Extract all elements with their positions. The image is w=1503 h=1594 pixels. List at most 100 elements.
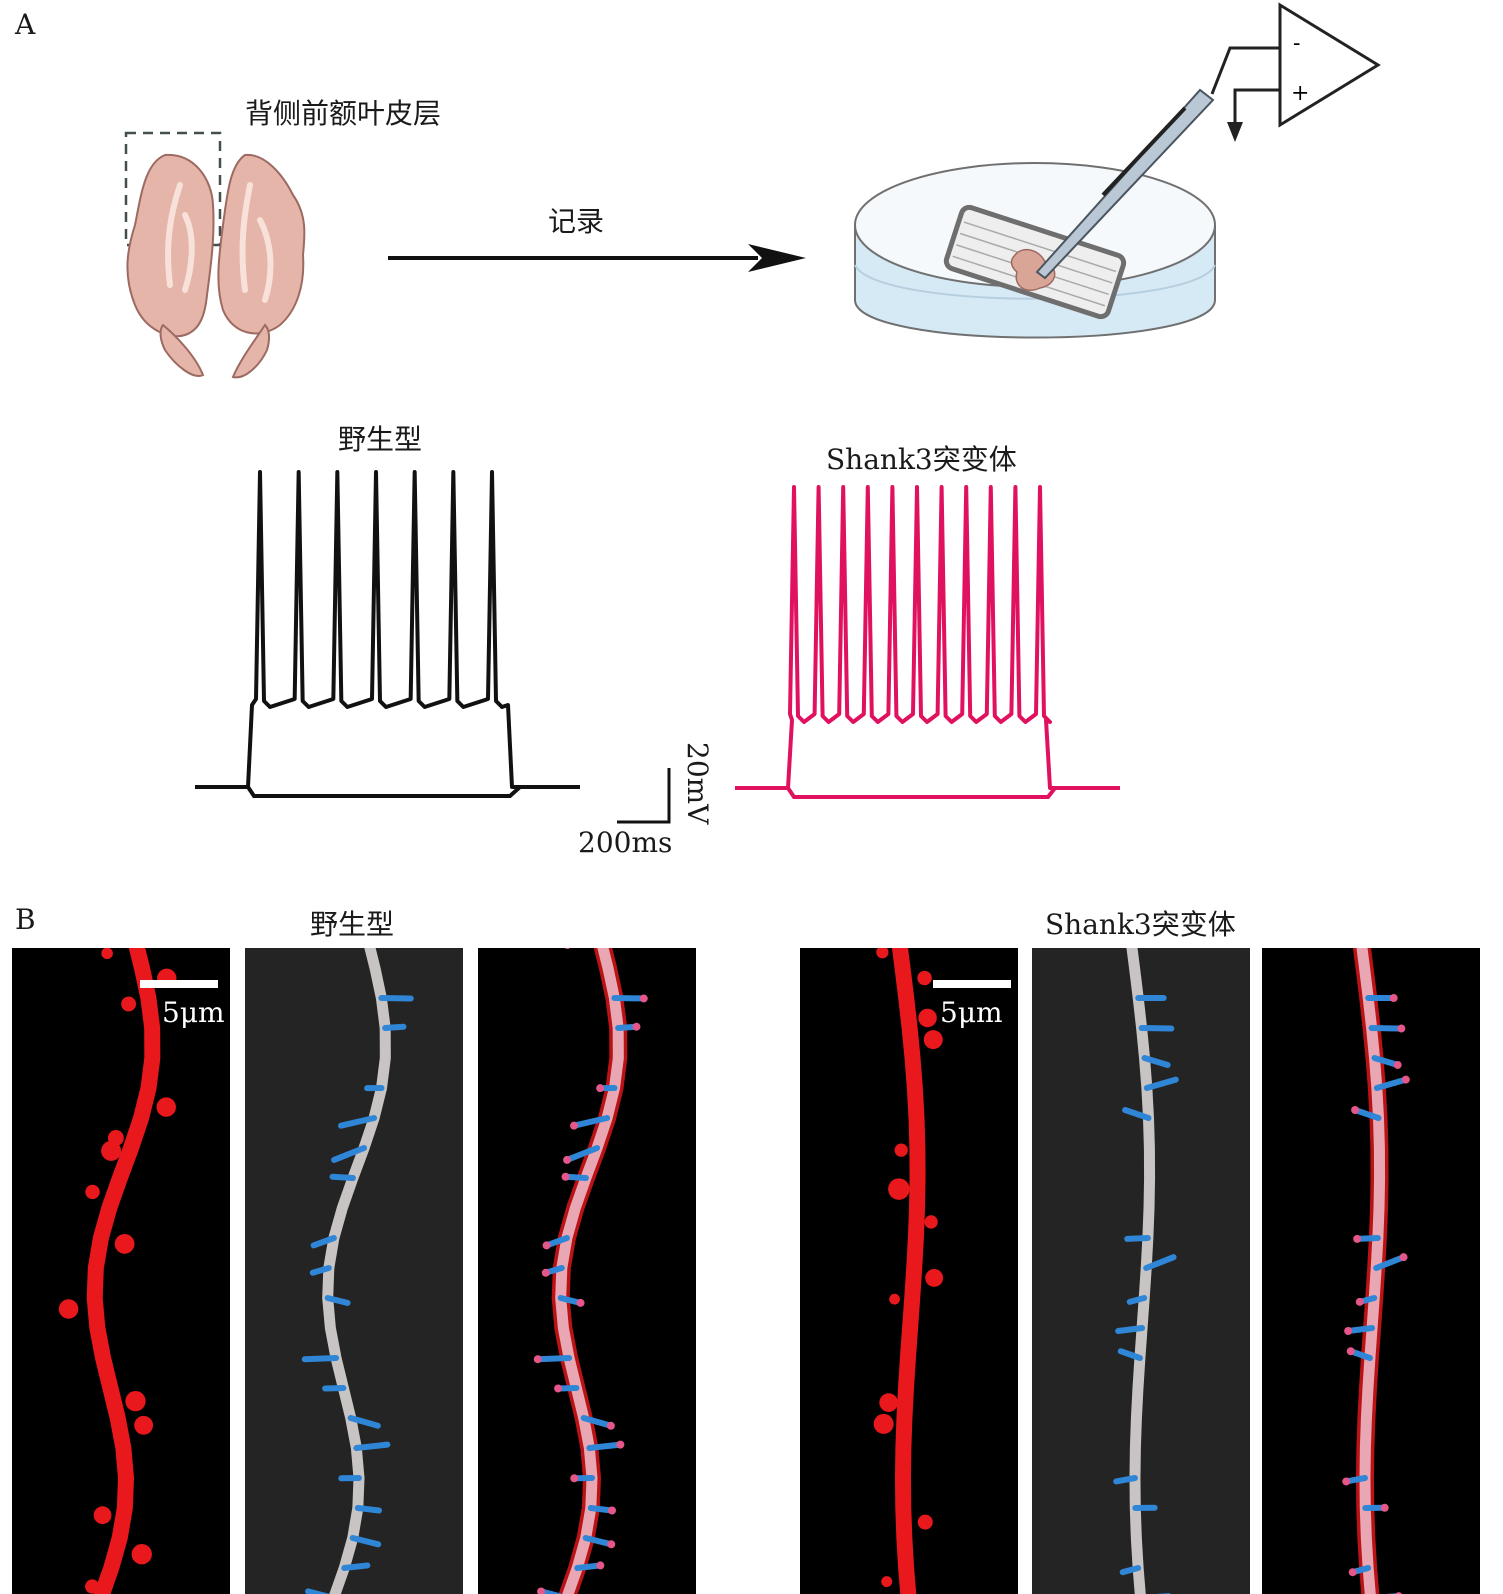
scale-bar-mut bbox=[933, 980, 1011, 988]
spine bbox=[534, 1355, 573, 1363]
wildtype-images-label: 野生型 bbox=[310, 908, 395, 941]
spine bbox=[1115, 1325, 1146, 1335]
spine bbox=[134, 1415, 154, 1435]
spine bbox=[347, 1415, 381, 1429]
spine bbox=[1368, 1025, 1405, 1032]
wildtype-fluorescence-image: 5μm bbox=[12, 948, 230, 1594]
spine bbox=[918, 1008, 937, 1028]
spine bbox=[564, 1145, 601, 1163]
spine bbox=[876, 948, 889, 959]
spine bbox=[1124, 1235, 1151, 1242]
dendrite-shaft bbox=[1126, 948, 1156, 1594]
right-hemisphere bbox=[217, 153, 306, 335]
spine bbox=[571, 1115, 611, 1129]
spine bbox=[58, 1299, 79, 1319]
dendrite-shaft bbox=[891, 948, 926, 1594]
spine bbox=[1345, 1325, 1376, 1335]
brain-slice bbox=[1010, 248, 1056, 292]
spine bbox=[156, 1097, 176, 1117]
scale-voltage-label: 20mV bbox=[681, 742, 714, 825]
record-arrow bbox=[388, 244, 806, 272]
spine bbox=[1143, 1076, 1179, 1091]
mutant-fluorescence-image: 5μm bbox=[800, 948, 1018, 1594]
spine bbox=[309, 1265, 332, 1276]
wildtype-overlay-image bbox=[478, 948, 696, 1594]
spine bbox=[93, 1506, 112, 1525]
spine bbox=[353, 1441, 391, 1451]
spine bbox=[1122, 1107, 1152, 1121]
spine bbox=[349, 1535, 382, 1548]
spine bbox=[301, 1355, 340, 1363]
scale-bar-wt-label: 5μm bbox=[162, 996, 225, 1029]
spine bbox=[586, 1441, 624, 1451]
spine bbox=[925, 1268, 944, 1287]
spine bbox=[338, 1115, 378, 1129]
wildtype-trace bbox=[195, 470, 580, 798]
spine bbox=[331, 1145, 368, 1163]
amplifier bbox=[1278, 2, 1381, 128]
spine bbox=[329, 1173, 356, 1181]
spine bbox=[354, 1505, 383, 1514]
mutant-trace bbox=[735, 485, 1120, 799]
spine bbox=[1373, 1254, 1407, 1271]
spine bbox=[917, 970, 932, 986]
brain-illustration bbox=[124, 131, 306, 379]
left-temporal bbox=[159, 323, 205, 377]
spine bbox=[917, 1514, 933, 1530]
spine bbox=[894, 1143, 908, 1157]
spine bbox=[121, 996, 137, 1012]
spine bbox=[1126, 1295, 1148, 1305]
spine bbox=[1141, 1055, 1171, 1068]
mutant-spike-train bbox=[735, 485, 1120, 790]
spine bbox=[85, 1579, 100, 1594]
spine bbox=[114, 1234, 135, 1254]
spine bbox=[1113, 1475, 1138, 1485]
spine bbox=[101, 948, 113, 960]
mutant-reconstruction-image bbox=[1032, 948, 1250, 1594]
mutant-hyperpolarizing-step bbox=[735, 786, 1120, 799]
spine bbox=[310, 1235, 337, 1249]
spine bbox=[1119, 1565, 1142, 1576]
spine bbox=[341, 1562, 371, 1571]
spine bbox=[879, 1393, 899, 1412]
spine bbox=[125, 1391, 146, 1412]
wildtype-reconstruction-image bbox=[245, 948, 463, 1594]
spine bbox=[1117, 1348, 1143, 1361]
scale-bar-mut-label: 5μm bbox=[940, 996, 1003, 1029]
spine bbox=[131, 1544, 152, 1565]
spine bbox=[582, 1535, 615, 1548]
spine bbox=[881, 1576, 893, 1588]
spine bbox=[382, 1023, 407, 1031]
wildtype-hyperpolarizing-step bbox=[195, 785, 580, 798]
mutant-overlay-image bbox=[1262, 948, 1480, 1594]
panel-a-letter: A bbox=[15, 8, 36, 41]
right-temporal bbox=[231, 323, 271, 379]
trace-scale-bar bbox=[617, 768, 671, 824]
spine bbox=[324, 1295, 351, 1306]
dendrite-shaft bbox=[86, 948, 161, 1594]
spine bbox=[924, 1215, 938, 1229]
spine bbox=[85, 1184, 100, 1200]
spine bbox=[888, 1178, 910, 1200]
wildtype-trace-label: 野生型 bbox=[338, 423, 423, 456]
panel-b-letter: B bbox=[15, 903, 36, 936]
mutant-images-label: Shank3突变体 bbox=[1045, 908, 1236, 941]
spine bbox=[101, 1140, 122, 1161]
spine bbox=[1143, 1254, 1177, 1271]
spine bbox=[1352, 1107, 1382, 1121]
scale-bar-wt bbox=[140, 980, 218, 988]
wildtype-spike-train bbox=[195, 470, 580, 789]
recording-setup: - + bbox=[854, 2, 1381, 339]
amp-plus: + bbox=[1291, 81, 1309, 106]
region-label: 背侧前额叶皮层 bbox=[245, 97, 442, 130]
arrow-label: 记录 bbox=[548, 205, 605, 238]
scale-time-label: 200ms bbox=[578, 826, 673, 859]
mutant-trace-label: Shank3突变体 bbox=[826, 443, 1017, 476]
spine bbox=[1371, 1055, 1401, 1068]
spine bbox=[305, 1588, 331, 1594]
dendrite-shaft bbox=[322, 948, 391, 1594]
ground-arrow bbox=[1227, 122, 1243, 142]
spine bbox=[923, 1030, 943, 1050]
spine bbox=[1373, 1076, 1409, 1091]
spine bbox=[1138, 1025, 1175, 1032]
